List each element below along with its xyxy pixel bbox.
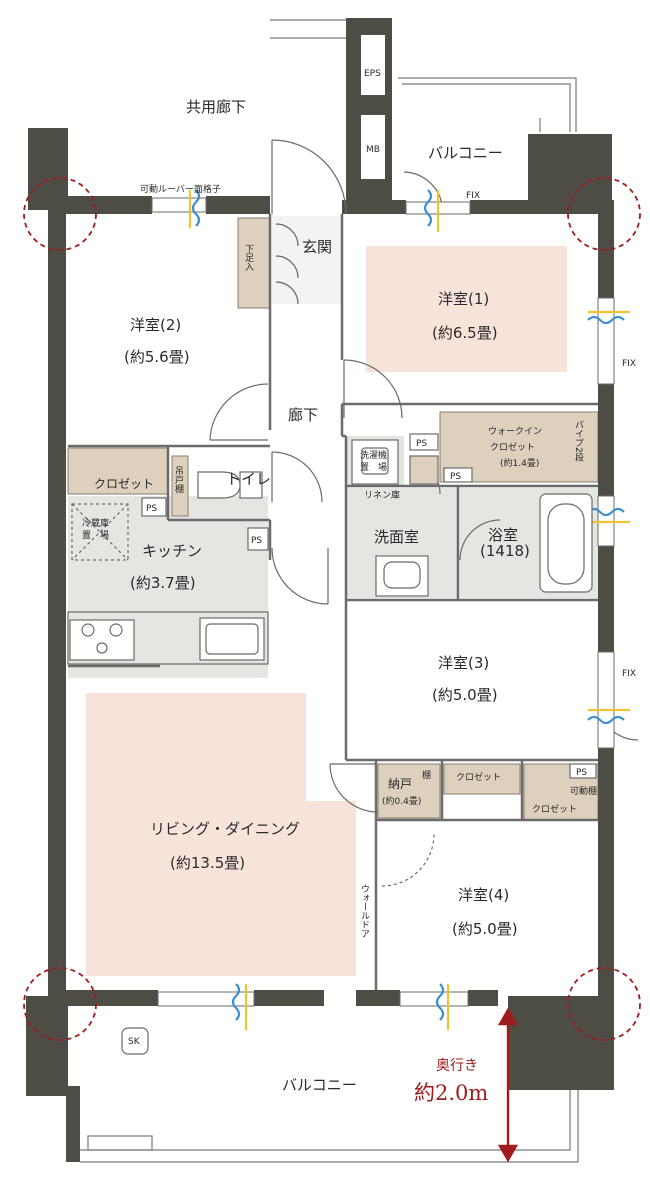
louver-label: 可動ルーバー面格子 — [140, 183, 221, 195]
storage-size: (約0.4畳) — [382, 795, 421, 807]
mb-shaft — [359, 113, 387, 181]
ps-label-1: PS — [146, 504, 157, 514]
storage-label: 納戸 — [388, 777, 412, 791]
walkin-label-2: クロゼット — [490, 441, 535, 453]
room1-floor — [366, 246, 567, 372]
storage-area — [377, 763, 441, 819]
room4-size: (約5.0畳) — [452, 920, 518, 938]
room3-name: 洋室(3) — [438, 654, 489, 672]
pipe-shelf-label: パイプ2段 — [573, 420, 584, 463]
fix-top-label: FIX — [466, 191, 480, 201]
ventilation-markers — [188, 189, 630, 1030]
mb-label: MB — [366, 145, 380, 155]
bath-size: (1418) — [480, 542, 530, 560]
depth-label: 奥行き — [436, 1057, 478, 1074]
linen-label: リネン庫 — [364, 489, 400, 501]
balcony-top-label: バルコニー — [428, 144, 503, 162]
room3-size: (約5.0畳) — [432, 686, 498, 704]
toilet-shelf-area — [171, 455, 189, 517]
door-swings — [209, 139, 639, 887]
room1-name: 洋室(1) — [438, 290, 489, 308]
bath-label: 浴室 — [488, 526, 518, 544]
kitchen-size: (約3.7畳) — [130, 574, 196, 592]
washroom-label: 洗面室 — [374, 528, 419, 546]
movable-shelf-label: 可動棚 — [570, 785, 597, 797]
walkin-label-1: ウォークイン — [488, 426, 542, 437]
eps-shaft — [359, 33, 387, 97]
fridge-label-2: 置 場 — [82, 529, 109, 541]
living-name: リビング・ダイニング — [150, 820, 300, 838]
room4-name: 洋室(4) — [458, 886, 509, 904]
common-corridor-label: 共用廊下 — [186, 98, 246, 116]
wall-door-label: ウォールドア — [359, 884, 370, 938]
depth-arrow — [497, 1007, 519, 1163]
shoe-box-label: 下足入 — [243, 244, 254, 271]
closet-room4-label: クロゼット — [532, 803, 577, 815]
storage-shelf-label: 棚 — [422, 769, 431, 781]
eps-label: EPS — [364, 69, 381, 79]
room2-name: 洋室(2) — [130, 316, 181, 334]
living-size: (約13.5畳) — [170, 854, 245, 872]
kitchen-counter — [67, 611, 269, 665]
shoe-box-area — [237, 217, 271, 309]
structure-walls — [26, 18, 614, 1162]
balcony-bottom-label: バルコニー — [282, 1076, 357, 1094]
fix-room1-label: FIX — [622, 359, 636, 369]
laundry-label-1: 洗濯機 — [360, 449, 387, 461]
kitchen-label: キッチン — [142, 542, 202, 560]
toilet-shelf-label: 吊戸棚 — [173, 466, 184, 494]
ps-label-5: PS — [576, 768, 587, 778]
windows — [151, 197, 615, 1007]
entrance-label: 玄関 — [302, 238, 332, 256]
ps-label-4: PS — [450, 472, 461, 482]
toilet-label: トイレ — [226, 470, 271, 488]
room1-size: (約6.5畳) — [432, 324, 498, 342]
fixtures — [69, 433, 597, 1055]
walkin-size: (約1.4畳) — [500, 457, 539, 469]
laundry-label-2: 置 場 — [360, 461, 387, 473]
living-floor-lower — [86, 801, 356, 976]
ps-label-3: PS — [416, 439, 427, 449]
column-markers — [23, 177, 641, 1041]
interior-partitions — [68, 214, 598, 990]
hallway-label: 廊下 — [288, 406, 318, 424]
balcony-railings — [80, 19, 579, 1163]
fridge-label-1: 冷蔵庫 — [82, 517, 109, 529]
sk-label: SK — [128, 1037, 141, 1047]
entrance-floor — [272, 216, 342, 304]
ps-label-2: PS — [251, 536, 262, 546]
room2-size: (約5.6畳) — [124, 348, 190, 366]
closet-room2-label: クロゼット — [94, 477, 154, 491]
closet-room3-label: クロゼット — [456, 771, 501, 783]
depth-value: 約2.0m — [414, 1081, 488, 1105]
closet-room3-area — [443, 763, 521, 795]
living-floor-upper — [86, 693, 306, 801]
fix-room3-label: FIX — [622, 669, 636, 679]
